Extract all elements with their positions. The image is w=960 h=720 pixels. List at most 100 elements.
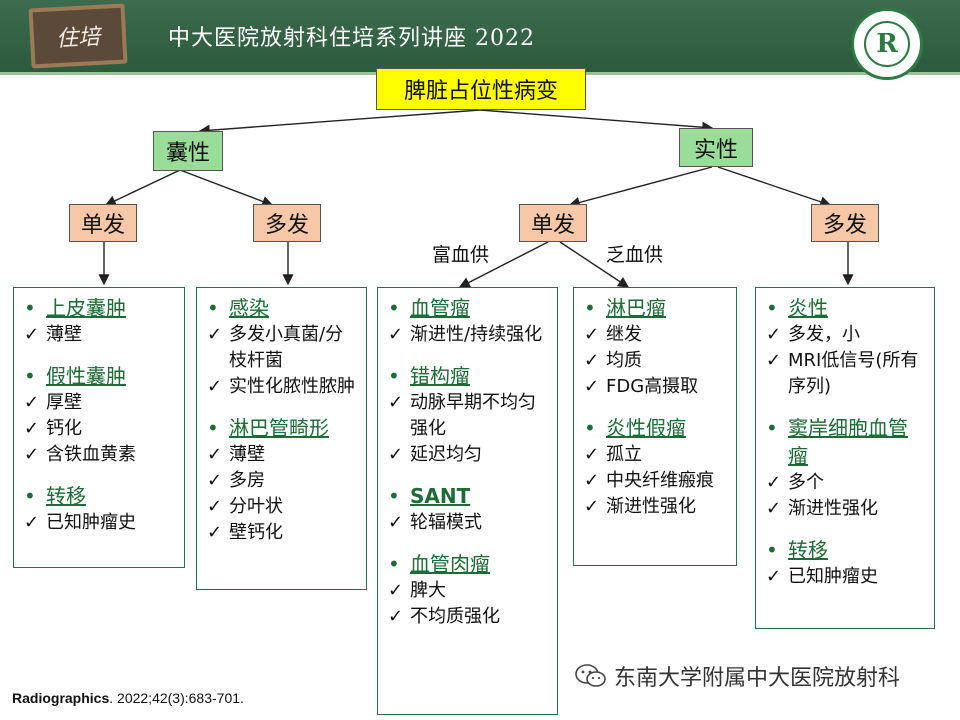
bullet-icon: • bbox=[766, 538, 778, 562]
group-heading-text: 上皮囊肿 bbox=[46, 296, 126, 320]
checkmark-icon: ✓ bbox=[584, 496, 600, 517]
seal-letter: R bbox=[864, 21, 910, 67]
feature-item: ✓脾大 bbox=[388, 578, 549, 604]
bullet-icon: • bbox=[24, 364, 36, 388]
feature-text: 脾大 bbox=[410, 580, 446, 601]
feature-text: 壁钙化 bbox=[229, 522, 283, 543]
checkmark-icon: ✓ bbox=[584, 324, 600, 345]
checkmark-icon: ✓ bbox=[24, 324, 40, 345]
feature-item: ✓ 已知肿瘤史 bbox=[24, 510, 176, 536]
checkmark-icon: ✓ bbox=[584, 444, 600, 465]
checkmark-icon: ✓ bbox=[766, 350, 782, 371]
feature-text: 继发 bbox=[606, 324, 642, 345]
arrow-to-panel-3 bbox=[458, 241, 549, 288]
feature-item: ✓多发小真菌/分枝杆菌 bbox=[207, 322, 358, 374]
feature-item: ✓轮辐模式 bbox=[388, 510, 549, 536]
checkmark-icon: ✓ bbox=[24, 512, 40, 533]
group-spacer bbox=[766, 400, 926, 414]
group-spacer bbox=[766, 522, 926, 536]
arrow-cystic-single bbox=[104, 169, 181, 206]
feature-item: ✓薄壁 bbox=[207, 442, 358, 468]
arrow-solid-single bbox=[568, 166, 713, 208]
feature-item: ✓ 钙化 bbox=[24, 416, 176, 442]
feature-text: 已知肿瘤史 bbox=[46, 512, 136, 533]
group-heading-text: 窦岸细胞血管瘤 bbox=[788, 416, 908, 468]
group-heading-text: SANT bbox=[410, 484, 471, 508]
group-heading-text: 错构瘤 bbox=[410, 364, 470, 388]
group-spacer bbox=[24, 468, 176, 482]
feature-text: 轮辐模式 bbox=[410, 512, 482, 533]
feature-text: 多个 bbox=[788, 472, 824, 493]
feature-text: 均质 bbox=[606, 350, 642, 371]
feature-text: 渐进性强化 bbox=[606, 496, 696, 517]
group-heading: •错构瘤 bbox=[388, 362, 549, 390]
group-heading-text: 炎性 bbox=[788, 296, 828, 320]
arrow-to-panel-4 bbox=[559, 241, 630, 288]
checkmark-icon: ✓ bbox=[766, 324, 782, 345]
group-heading: •转移 bbox=[24, 482, 176, 510]
hospital-seal-logo: R bbox=[851, 8, 923, 80]
panel-solid-hypovascular: •淋巴瘤✓继发✓均质✓FDG高摄取•炎性假瘤✓孤立✓中央纤维瘢痕✓渐进性强化 bbox=[573, 287, 737, 566]
group-heading: • 上皮囊肿 bbox=[24, 294, 176, 322]
feature-text: 分叶状 bbox=[229, 496, 283, 517]
cystic-multiple-node: 多发 bbox=[253, 204, 321, 242]
solid-node: 实性 bbox=[679, 128, 753, 167]
feature-item: ✓均质 bbox=[584, 348, 728, 374]
bullet-icon: • bbox=[388, 484, 400, 508]
feature-text: 多房 bbox=[229, 470, 265, 491]
bullet-icon: • bbox=[24, 484, 36, 508]
checkmark-icon: ✓ bbox=[24, 444, 40, 465]
wechat-watermark: 东南大学附属中大医院放射科 bbox=[574, 660, 900, 692]
feature-text: 不均质强化 bbox=[410, 606, 500, 627]
feature-text: 钙化 bbox=[46, 418, 82, 439]
group-heading: •血管瘤 bbox=[388, 294, 549, 322]
feature-item: ✓中央纤维瘢痕 bbox=[584, 468, 728, 494]
feature-item: ✓多发，小 bbox=[766, 322, 926, 348]
feature-text: 薄壁 bbox=[229, 444, 265, 465]
feature-item: ✓ 继发 bbox=[584, 322, 728, 348]
group-spacer bbox=[207, 400, 358, 414]
checkmark-icon: ✓ bbox=[207, 376, 223, 397]
group-heading: •淋巴瘤 bbox=[584, 294, 728, 322]
feature-item: ✓MRI低信号(所有序列) bbox=[766, 348, 926, 400]
panel-solid-multiple: •炎性✓多发，小✓MRI低信号(所有序列)•窦岸细胞血管瘤✓多个✓渐进性强化•转… bbox=[755, 287, 935, 629]
feature-item: ✓薄壁 bbox=[24, 322, 176, 348]
feature-item: ✓ 多房 bbox=[207, 468, 358, 494]
wechat-icon bbox=[575, 664, 606, 687]
feature-text: 厚壁 bbox=[46, 392, 82, 413]
arrow-root-cystic bbox=[198, 109, 481, 136]
slide-title: 中大医院放射科住培系列讲座 2022 bbox=[168, 26, 535, 51]
feature-item: ✓ 多个 bbox=[766, 470, 926, 496]
feature-item: ✓渐进性强化 bbox=[766, 496, 926, 522]
feature-item: ✓已知肿瘤史 bbox=[766, 564, 926, 590]
group-heading: •淋巴管畸形 bbox=[207, 414, 358, 442]
citation-details: . 2022;42(3):683-701. bbox=[109, 690, 244, 706]
feature-text: FDG高摄取 bbox=[606, 376, 699, 397]
group-spacer bbox=[388, 348, 549, 362]
bullet-icon: • bbox=[24, 296, 36, 320]
group-heading: •感染 bbox=[207, 294, 358, 322]
panel-cystic-single: •上皮囊肿✓薄壁•假性囊肿✓厚壁✓钙化✓含铁血黄素•转移✓已知肿瘤史 bbox=[13, 287, 185, 568]
checkmark-icon: ✓ bbox=[388, 606, 404, 627]
citation-journal: Radiographics bbox=[12, 690, 110, 706]
checkmark-icon: ✓ bbox=[766, 472, 782, 493]
bullet-icon: • bbox=[766, 296, 778, 320]
checkmark-icon: ✓ bbox=[24, 418, 40, 439]
citation: Radiographics. 2022;42(3):683-701. bbox=[12, 690, 244, 706]
feature-item: ✓含铁血黄素 bbox=[24, 442, 176, 468]
arrow-solid-multiple bbox=[717, 166, 832, 208]
feature-text: 孤立 bbox=[606, 444, 642, 465]
checkmark-icon: ✓ bbox=[207, 324, 223, 345]
hypervascular-label: 富血供 bbox=[432, 244, 490, 266]
group-heading: • 假性囊肿 bbox=[24, 362, 176, 390]
group-spacer bbox=[24, 348, 176, 362]
panel-solid-hypervascular: •血管瘤✓渐进性/持续强化•错构瘤✓动脉早期不均匀强化✓延迟均匀•SANT✓轮辐… bbox=[377, 287, 558, 715]
group-heading-text: 假性囊肿 bbox=[46, 364, 126, 388]
feature-text: 中央纤维瘢痕 bbox=[606, 470, 714, 491]
group-heading-text: 炎性假瘤 bbox=[606, 416, 686, 440]
checkmark-icon: ✓ bbox=[207, 470, 223, 491]
group-spacer bbox=[388, 468, 549, 482]
feature-text: 延迟均匀 bbox=[410, 444, 482, 465]
feature-item: ✓FDG高摄取 bbox=[584, 374, 728, 400]
